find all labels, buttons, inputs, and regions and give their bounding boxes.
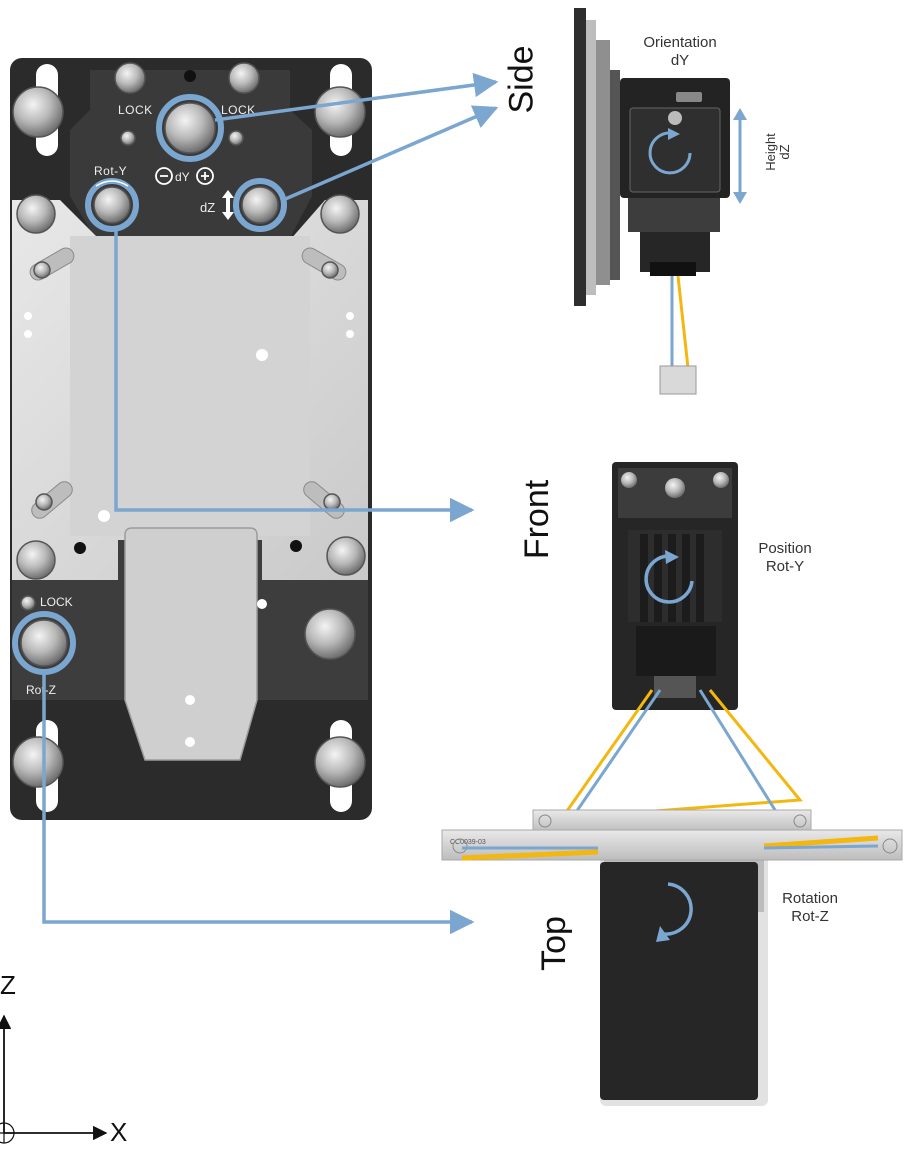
mount-plate [10,58,372,820]
z-axis-label: Z [0,970,16,1000]
front-view [532,462,812,833]
center-tab [124,527,258,761]
top-view-title: Top [534,916,573,971]
height-caption-line2: dZ [777,144,792,160]
top-caption-line2: Rot-Z [791,908,829,925]
front-caption-line2: Rot-Y [765,558,805,575]
callout-dz-to-side [282,105,499,202]
lock-label-bottom: LOCK [40,595,73,609]
height-caption: Height dZ [763,112,792,192]
top-caption: Rotation Rot-Z [765,890,855,926]
dz-label: dZ [200,200,215,215]
side-view-title: Side [502,45,541,114]
side-caption-line2: dY [670,52,690,69]
dz-arrow-symbol [222,190,234,220]
callout-dy-to-side [214,72,499,122]
side-rotation-arrow [648,131,692,175]
side-caption: Orientation dY [630,34,730,70]
height-caption-line1: Height [763,133,778,171]
side-caption-line1: Orientation [643,34,717,51]
dy-label: dY [175,170,190,184]
callout-roty-to-front [114,228,475,523]
rail-part-label: CC0039-03 [450,839,486,846]
front-rail [532,809,812,833]
rot-z-label: Rot-Z [26,683,56,697]
plate-holes [24,70,354,747]
top-rotation-arrow [663,882,693,936]
roty-arrow-symbol [95,180,129,187]
side-view [574,8,747,395]
callout-lines [42,72,499,935]
front-caption: Position Rot-Y [740,540,830,576]
screw-knobs [12,62,366,788]
lock-label-left: LOCK [118,103,153,117]
callout-rotz-to-top [42,672,475,935]
rot-y-label: Rot-Y [94,164,127,178]
front-rotation-arrow [644,554,694,604]
top-view: CC0039-03 [441,829,903,1106]
front-caption-line1: Position [758,540,812,557]
axes [0,1014,108,1144]
center-plate-inner [70,236,310,536]
lock-label-right: LOCK [221,103,256,117]
x-axis-label: X [110,1117,128,1147]
dy-control: dY [155,167,214,185]
top-caption-line1: Rotation [782,890,838,907]
front-view-title: Front [518,479,557,560]
